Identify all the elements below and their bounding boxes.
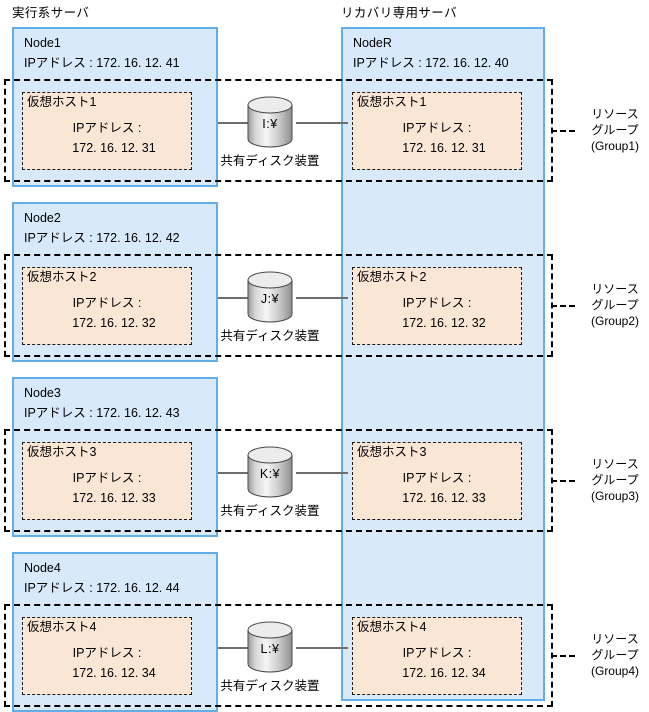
- node-ip-recovery: IPアドレス : 172. 16. 12. 40: [353, 56, 509, 70]
- virtual-host-ip-value-recovery-4: 172. 16. 12. 34: [402, 666, 486, 680]
- virtual-host-ip-value-recovery-3: 172. 16. 12. 33: [402, 491, 486, 505]
- virtual-host-ip-value-recovery-1: 172. 16. 12. 31: [402, 141, 486, 155]
- node-title-node4: Node4: [24, 561, 61, 575]
- resource-group-label-3-line3: (Group3): [590, 489, 640, 503]
- virtual-host-ip-value-active-4: 172. 16. 12. 34: [72, 666, 156, 680]
- resource-group-label-2-line2: グループ: [591, 298, 639, 312]
- node-ip-node1: IPアドレス : 172. 16. 12. 41: [24, 56, 180, 70]
- resource-group-label-3: リソース グループ (Group3): [567, 456, 649, 504]
- virtual-host-box-recovery-4: 仮想ホスト4 IPアドレス : 172. 16. 12. 34: [352, 617, 522, 695]
- node-ip-node2: IPアドレス : 172. 16. 12. 42: [24, 231, 180, 245]
- virtual-host-ip-label-recovery-3: IPアドレス :: [402, 471, 472, 485]
- virtual-host-ip-label-recovery-1: IPアドレス :: [402, 121, 472, 135]
- virtual-host-name-recovery-1: 仮想ホスト1: [357, 95, 427, 109]
- resource-group-label-4: リソース グループ (Group4): [567, 631, 649, 679]
- virtual-host-name-recovery-3: 仮想ホスト3: [357, 445, 427, 459]
- connector-line-right-group4: [296, 647, 348, 649]
- resource-group-leader-4: [551, 655, 575, 657]
- virtual-host-name-recovery-4: 仮想ホスト4: [357, 620, 427, 634]
- resource-group-label-3-line2: グループ: [591, 473, 639, 487]
- virtual-host-box-active-2: 仮想ホスト2 IPアドレス : 172. 16. 12. 32: [22, 267, 192, 345]
- virtual-host-ip-value-active-2: 172. 16. 12. 32: [72, 316, 156, 330]
- connector-line-left-group3: [218, 472, 270, 474]
- virtual-host-ip-label-active-2: IPアドレス :: [72, 296, 142, 310]
- virtual-host-ip-value-active-1: 172. 16. 12. 31: [72, 141, 156, 155]
- resource-group-label-2-line3: (Group2): [590, 314, 640, 328]
- virtual-host-name-active-4: 仮想ホスト4: [27, 620, 97, 634]
- recovery-server-header: リカバリ専用サーバ: [341, 6, 457, 20]
- node-title-node1: Node1: [24, 36, 61, 50]
- virtual-host-ip-label-active-4: IPアドレス :: [72, 646, 142, 660]
- connector-line-left-group4: [218, 647, 270, 649]
- node-ip-node4: IPアドレス : 172. 16. 12. 44: [24, 581, 180, 595]
- resource-group-label-4-line1: リソース: [591, 632, 639, 646]
- connector-line-right-group3: [296, 472, 348, 474]
- resource-group-label-1-line3: (Group1): [590, 139, 640, 153]
- shared-disk-icon-2: [247, 271, 293, 323]
- virtual-host-ip-value-recovery-2: 172. 16. 12. 32: [402, 316, 486, 330]
- resource-group-leader-2: [551, 305, 575, 307]
- virtual-host-box-active-4: 仮想ホスト4 IPアドレス : 172. 16. 12. 34: [22, 617, 192, 695]
- shared-disk-drive-letter-4: L:¥: [260, 642, 280, 656]
- resource-group-leader-3: [551, 480, 575, 482]
- resource-group-label-2: リソース グループ (Group2): [567, 281, 649, 329]
- node-title-node2: Node2: [24, 211, 61, 225]
- virtual-host-name-active-2: 仮想ホスト2: [27, 270, 97, 284]
- shared-disk-icon-3: [247, 446, 293, 498]
- virtual-host-ip-value-active-3: 172. 16. 12. 33: [72, 491, 156, 505]
- virtual-host-box-active-3: 仮想ホスト3 IPアドレス : 172. 16. 12. 33: [22, 442, 192, 520]
- resource-group-label-1-line1: リソース: [591, 107, 639, 121]
- node-title-node3: Node3: [24, 386, 61, 400]
- shared-disk-drive-letter-1: I:¥: [262, 117, 278, 131]
- shared-disk-caption-1: 共有ディスク装置: [220, 154, 320, 168]
- virtual-host-name-active-1: 仮想ホスト1: [27, 95, 97, 109]
- node-title-recovery: NodeR: [353, 36, 392, 50]
- virtual-host-name-active-3: 仮想ホスト3: [27, 445, 97, 459]
- shared-disk-drive-letter-2: J:¥: [260, 292, 280, 306]
- resource-group-label-3-line1: リソース: [591, 457, 639, 471]
- shared-disk-caption-4: 共有ディスク装置: [220, 679, 320, 693]
- virtual-host-ip-label-recovery-4: IPアドレス :: [402, 646, 472, 660]
- connector-line-right-group1: [296, 122, 348, 124]
- resource-group-label-4-line2: グループ: [591, 648, 639, 662]
- node-ip-node3: IPアドレス : 172. 16. 12. 43: [24, 406, 180, 420]
- virtual-host-ip-label-active-3: IPアドレス :: [72, 471, 142, 485]
- resource-group-label-1: リソース グループ (Group1): [567, 106, 649, 154]
- shared-disk-drive-letter-3: K:¥: [259, 467, 281, 481]
- resource-group-label-4-line3: (Group4): [590, 664, 640, 678]
- virtual-host-box-recovery-1: 仮想ホスト1 IPアドレス : 172. 16. 12. 31: [352, 92, 522, 170]
- shared-disk-caption-3: 共有ディスク装置: [220, 504, 320, 518]
- resource-group-leader-1: [551, 130, 575, 132]
- connector-line-left-group1: [218, 122, 270, 124]
- connector-line-left-group2: [218, 297, 270, 299]
- resource-group-label-2-line1: リソース: [591, 282, 639, 296]
- virtual-host-ip-label-active-1: IPアドレス :: [72, 121, 142, 135]
- active-server-header: 実行系サーバ: [12, 6, 90, 20]
- shared-disk-icon-1: [247, 96, 293, 148]
- virtual-host-ip-label-recovery-2: IPアドレス :: [402, 296, 472, 310]
- virtual-host-box-recovery-2: 仮想ホスト2 IPアドレス : 172. 16. 12. 32: [352, 267, 522, 345]
- virtual-host-name-recovery-2: 仮想ホスト2: [357, 270, 427, 284]
- shared-disk-icon-4: [247, 621, 293, 673]
- connector-line-right-group2: [296, 297, 348, 299]
- virtual-host-box-recovery-3: 仮想ホスト3 IPアドレス : 172. 16. 12. 33: [352, 442, 522, 520]
- virtual-host-box-active-1: 仮想ホスト1 IPアドレス : 172. 16. 12. 31: [22, 92, 192, 170]
- resource-group-label-1-line2: グループ: [591, 123, 639, 137]
- shared-disk-caption-2: 共有ディスク装置: [220, 329, 320, 343]
